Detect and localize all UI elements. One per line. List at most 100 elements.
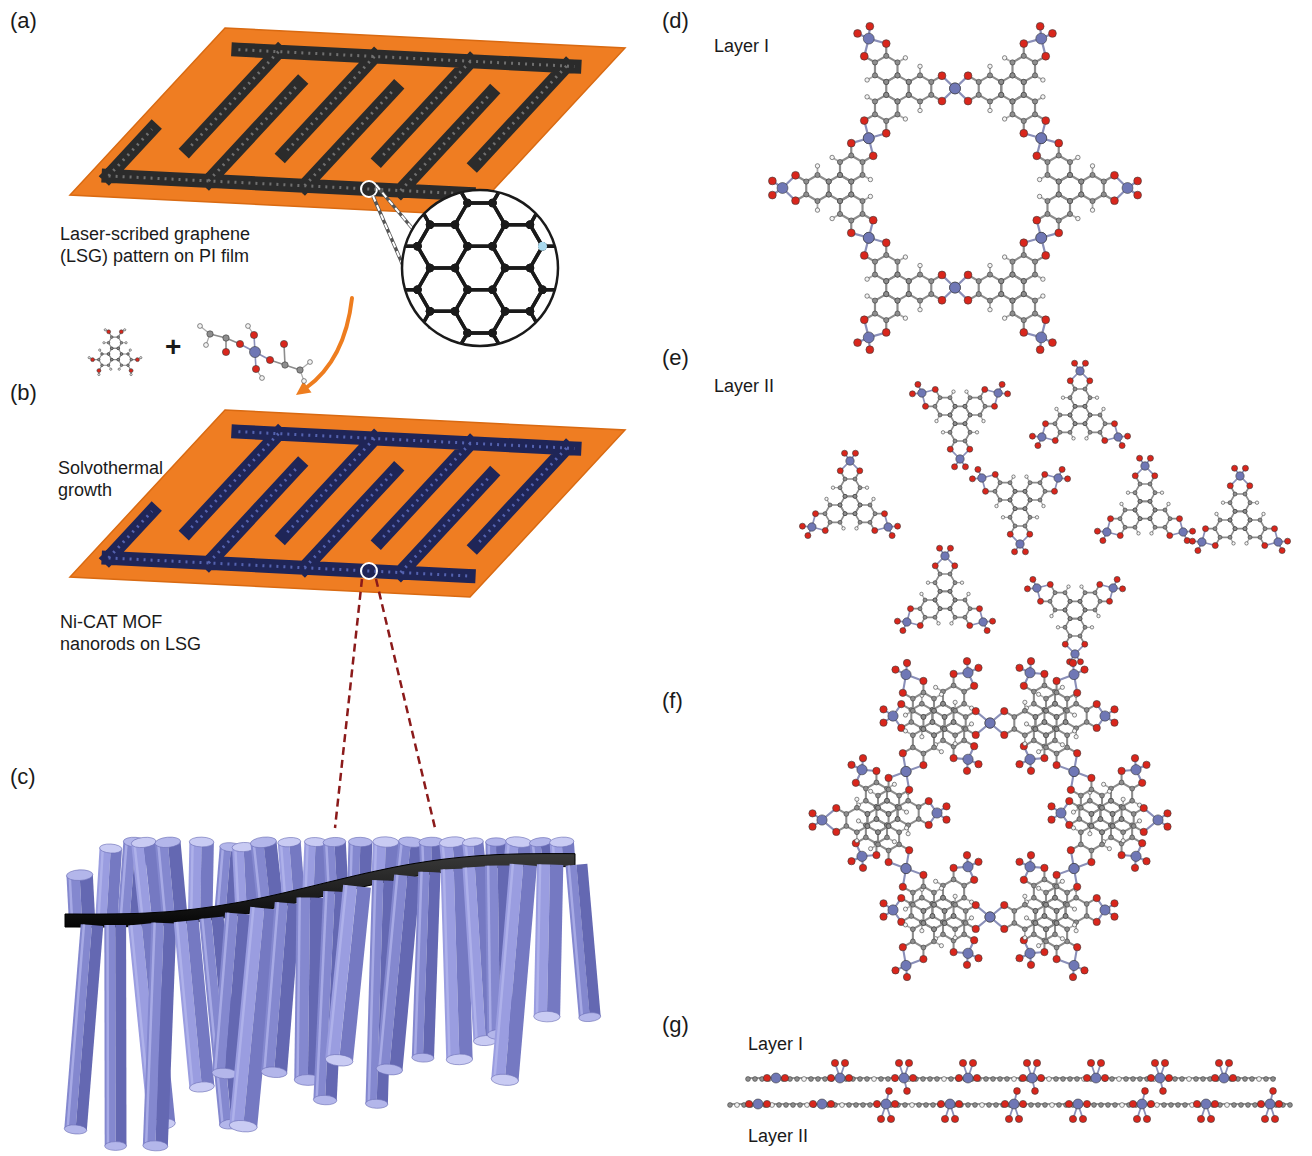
lattice-atom bbox=[563, 242, 571, 250]
hydrogen-atom bbox=[99, 349, 101, 351]
lattice-atom bbox=[301, 91, 309, 99]
lattice-atom bbox=[376, 134, 384, 142]
rod-face bbox=[104, 925, 115, 1146]
carbon-atom bbox=[884, 79, 889, 84]
carbon-atom bbox=[843, 512, 847, 516]
carbon-atom bbox=[1021, 317, 1026, 322]
hydrogen-atom bbox=[918, 64, 922, 68]
lattice-atom bbox=[676, 437, 684, 445]
nickel-atom bbox=[863, 232, 874, 243]
lattice-atom bbox=[301, 264, 309, 272]
lattice-atom bbox=[413, 199, 421, 207]
rod-highlight bbox=[414, 872, 423, 1058]
lattice-atom bbox=[413, 112, 421, 120]
lattice-atom bbox=[538, 415, 546, 423]
lattice-bond bbox=[605, 116, 655, 159]
lattice-atom bbox=[338, 286, 346, 294]
oxygen-atom bbox=[1102, 438, 1108, 444]
lattice-atom bbox=[388, 199, 396, 207]
lattice-bond bbox=[418, 95, 468, 138]
dopant-atom bbox=[538, 242, 547, 251]
oxygen-atom bbox=[1055, 139, 1063, 147]
lattice-atom bbox=[538, 69, 546, 77]
rod-face bbox=[115, 925, 126, 1146]
carbon-atom bbox=[1073, 387, 1077, 391]
oxygen-atom bbox=[992, 471, 998, 477]
carbon-atom bbox=[858, 503, 862, 507]
carbon-atom bbox=[917, 99, 922, 104]
bonds bbox=[858, 26, 955, 138]
lattice-atom bbox=[576, 307, 584, 315]
lattice-atom bbox=[651, 480, 659, 488]
lattice-atom bbox=[276, 394, 284, 402]
rod-cap bbox=[99, 843, 122, 853]
lattice-atom bbox=[388, 286, 396, 294]
rod-cap bbox=[229, 1119, 258, 1133]
lattice-atom bbox=[376, 350, 384, 358]
carbon-atom bbox=[895, 259, 900, 264]
carbon-atom bbox=[906, 79, 911, 84]
oxygen-atom bbox=[280, 340, 287, 347]
lattice-atom bbox=[538, 242, 546, 250]
nickel-atom bbox=[1036, 232, 1047, 243]
lattice-bond bbox=[343, 138, 393, 181]
process-arrow bbox=[306, 298, 352, 388]
oxygen-atom bbox=[847, 229, 855, 237]
hydrogen-atom bbox=[140, 357, 142, 359]
lattice-bond bbox=[418, 138, 468, 181]
oxygen-atom bbox=[1043, 421, 1049, 427]
lattice-atom bbox=[638, 199, 646, 207]
lattice-atom bbox=[526, 350, 534, 358]
carbon-atom bbox=[1067, 211, 1072, 216]
oxygen-atom bbox=[1005, 391, 1011, 397]
lattice-atom bbox=[638, 459, 646, 467]
lattice-atom bbox=[388, 372, 396, 380]
lattice-atom bbox=[688, 199, 696, 207]
carbon-atom bbox=[1058, 430, 1062, 434]
carbon-atom bbox=[1045, 198, 1050, 203]
oxygen-atom bbox=[952, 464, 958, 470]
lattice-atom bbox=[376, 350, 384, 358]
lattice-atom bbox=[638, 372, 646, 380]
lattice-bond bbox=[493, 95, 543, 138]
lattice-atom bbox=[338, 199, 346, 207]
oxygen-atom bbox=[1007, 531, 1013, 537]
carbon-atom bbox=[938, 396, 942, 400]
lattice-atom bbox=[463, 372, 471, 380]
lattice-atom bbox=[488, 199, 496, 207]
lattice-atom bbox=[451, 177, 459, 185]
hydrogen-atom bbox=[118, 368, 120, 370]
carbon-atom bbox=[1010, 272, 1015, 277]
lattice-atom bbox=[313, 199, 321, 207]
rod-cap bbox=[462, 837, 484, 848]
mof-pattern bbox=[109, 431, 587, 576]
carbon-atom bbox=[872, 73, 877, 78]
carbon-atom bbox=[895, 112, 900, 117]
lattice-atom bbox=[301, 307, 309, 315]
lattice-atom bbox=[463, 199, 471, 207]
lattice-atom bbox=[576, 394, 584, 402]
carbon-atom bbox=[107, 353, 110, 356]
lattice-atom bbox=[313, 286, 321, 294]
hydrogen-atom bbox=[110, 368, 112, 370]
carbon-atom bbox=[895, 298, 900, 303]
lattice-atom bbox=[463, 242, 471, 250]
rod-cap bbox=[373, 836, 399, 847]
hydrogen-atom bbox=[88, 357, 90, 359]
lattice-bond bbox=[493, 138, 543, 181]
carbon-atom bbox=[1045, 159, 1050, 164]
carbon-atom bbox=[1090, 198, 1095, 203]
lattice-atom bbox=[388, 242, 396, 250]
nickel-atom bbox=[1076, 367, 1084, 375]
lattice-atom bbox=[563, 329, 571, 337]
oxygen-atom bbox=[1022, 549, 1028, 555]
lattice-atom bbox=[563, 329, 571, 337]
rod-highlight bbox=[378, 875, 398, 1069]
carbon-atom bbox=[1068, 413, 1072, 417]
carbon-atom bbox=[849, 179, 854, 184]
lattice-atom bbox=[313, 156, 321, 164]
lattice-atom bbox=[601, 307, 609, 315]
lattice-atom bbox=[651, 221, 659, 229]
lattice-atom bbox=[263, 199, 271, 207]
atoms bbox=[1033, 133, 1142, 244]
